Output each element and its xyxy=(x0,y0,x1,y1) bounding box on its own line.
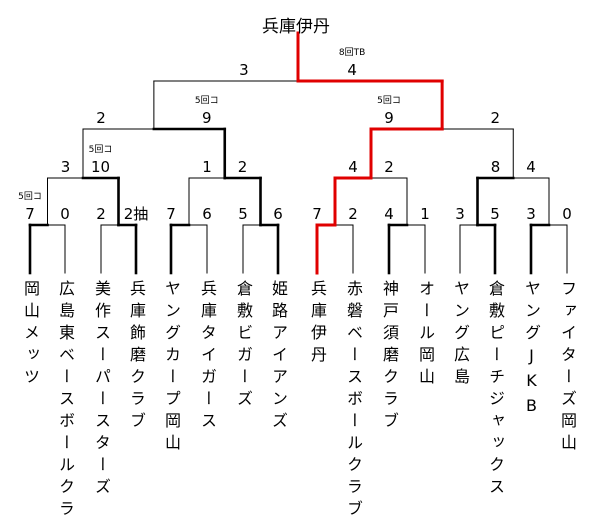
match-note: 5回コ xyxy=(88,145,113,155)
score-label: 2 xyxy=(384,158,394,176)
team-name: 美作スーパースターズ xyxy=(92,280,111,500)
match-note: 5回コ xyxy=(377,96,401,106)
score-label: 4 xyxy=(347,61,357,79)
team-name: 岡山メッツ xyxy=(21,280,40,390)
team-name: ファイターズ岡山 xyxy=(558,280,577,456)
score-label: 1 xyxy=(202,158,212,176)
match-note: 8回TB xyxy=(338,48,366,58)
team-name: 兵庫タイガース xyxy=(198,280,217,434)
score-label: 5 xyxy=(490,205,500,223)
score-label: 3 xyxy=(60,158,71,176)
team-name: 神戸須磨クラブ xyxy=(380,280,399,434)
score-label: 5 xyxy=(238,205,248,223)
team-name: 倉敷ピーチジャックス xyxy=(486,280,505,500)
score-label: 10 xyxy=(90,158,111,176)
score-label: 7 xyxy=(166,205,176,223)
team-name: オール岡山 xyxy=(416,280,435,390)
score-label: 7 xyxy=(25,205,35,223)
score-label: 8 xyxy=(490,158,501,176)
champion-name: 兵庫伊丹 xyxy=(262,17,330,37)
match-note: 5回コ xyxy=(194,96,219,106)
score-label: 1 xyxy=(420,205,430,223)
score-label: 9 xyxy=(384,109,394,127)
score-label: 3 xyxy=(455,205,465,223)
score-label: 2抽 xyxy=(123,205,149,223)
score-label: 7 xyxy=(312,205,322,223)
score-label: 2 xyxy=(490,109,501,127)
score-label: 2 xyxy=(96,109,106,127)
score-label: 6 xyxy=(202,205,212,223)
score-label: 4 xyxy=(348,158,358,176)
team-name: 兵庫飾磨クラブ xyxy=(127,280,146,434)
score-label: 0 xyxy=(60,205,70,223)
score-label: 9 xyxy=(201,109,212,127)
score-label: 4 xyxy=(526,158,536,176)
score-label: 2 xyxy=(237,158,248,176)
team-name: 赤磐ベースボールクラブ xyxy=(344,280,363,522)
score-label: 2 xyxy=(348,205,358,223)
score-label: 3 xyxy=(526,205,536,223)
team-name: 兵庫伊丹 xyxy=(308,280,327,368)
team-name: 姫路アイアンズ xyxy=(269,280,288,434)
score-label: 2 xyxy=(96,205,106,223)
score-label: 3 xyxy=(239,61,249,79)
score-label: 4 xyxy=(384,205,394,223)
team-name: ヤングJKB xyxy=(522,280,541,421)
team-name: ヤングカープ岡山 xyxy=(162,280,181,456)
team-name: 倉敷ビガーズ xyxy=(234,280,253,412)
match-note: 5回コ xyxy=(18,192,42,202)
team-name: ヤング広島 xyxy=(451,280,470,390)
score-label: 0 xyxy=(562,205,572,223)
score-label: 6 xyxy=(273,205,283,223)
team-name: 広島東ベースボールクラ xyxy=(56,280,75,522)
